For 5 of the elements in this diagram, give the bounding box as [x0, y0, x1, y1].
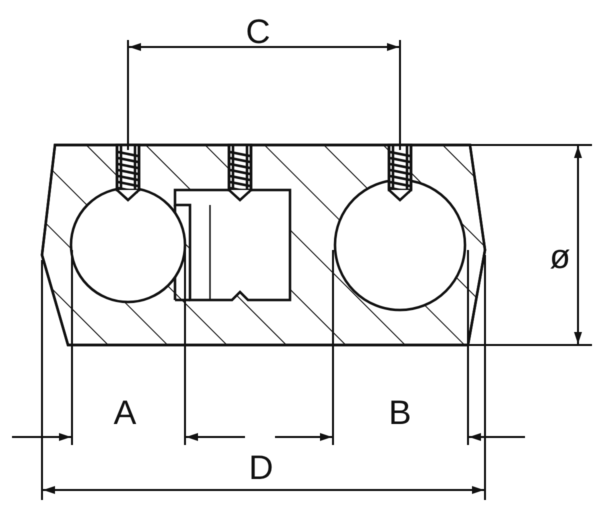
dimension-label: ø [550, 240, 570, 274]
dimension-label: B [388, 396, 412, 430]
dimension-label: A [114, 396, 136, 430]
dimension-label: D [248, 451, 274, 485]
dimension-label: C [246, 15, 270, 49]
